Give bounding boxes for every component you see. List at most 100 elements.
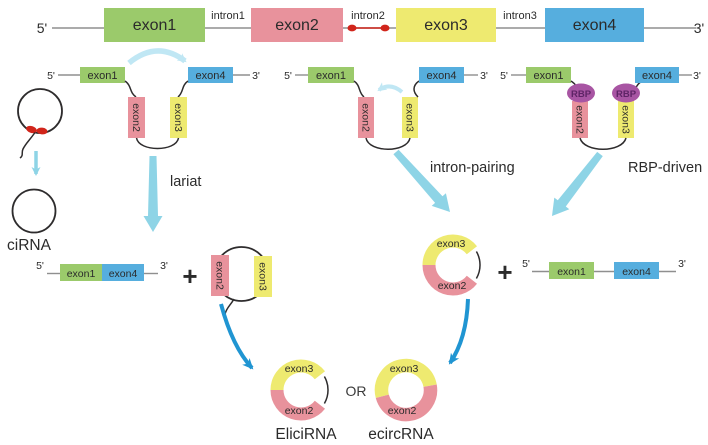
exon3-label: exon3: [390, 363, 419, 375]
intron-curve: [353, 80, 365, 98]
intron-pairing-arrow-icon: [393, 149, 450, 212]
intron-lariat-circle: [17, 88, 63, 134]
three-prime-label: 3': [252, 70, 260, 82]
exon1-box: [80, 67, 125, 83]
lariat-tail-curve: [224, 298, 235, 315]
exon1-label: exon1: [534, 70, 564, 82]
branch-point-dot: [36, 127, 48, 135]
elicirna-label: EliciRNA: [275, 426, 337, 443]
pre-mrna-exon1-label: exon1: [133, 17, 177, 34]
exon2-label: exon2: [130, 103, 142, 132]
five-prime-label: 5': [36, 260, 44, 272]
exon2-label: exon2: [438, 280, 467, 292]
intron2-pairing-dot: [347, 24, 357, 32]
exon3-label: exon3: [404, 103, 416, 132]
exon2-label: exon2: [574, 105, 586, 134]
elicirna-exon2-arc: [270, 389, 326, 421]
five-prime-label: 5': [500, 70, 508, 82]
pre-mrna-three-prime-label: 3': [694, 20, 704, 36]
pre-mrna-exon3-box: [396, 8, 496, 42]
intron-bracket-arc: [475, 251, 481, 279]
final-circrnas: exon3 exon2 EliciRNA OR exon3 exon2 ecir…: [270, 358, 438, 443]
rbp-label: RBP: [616, 89, 637, 100]
exon1-label: exon1: [67, 268, 96, 280]
lariat-down-arrow-icon: [143, 156, 163, 232]
backsplice-curved-arrow-icon: [127, 48, 187, 66]
rbp-driven-pathway-label: RBP-driven: [628, 160, 702, 176]
pathway-lariat: 5' exon1 exon4 3' exon2 exon3 lariat: [47, 48, 260, 232]
plus-sign: +: [497, 257, 512, 287]
exon2-label: exon2: [214, 261, 226, 290]
five-prime-label: 5': [284, 70, 292, 82]
ecircrna-exon3-arc: [374, 358, 437, 399]
intron3-label: intron3: [503, 10, 537, 22]
cirna-circle: [11, 188, 57, 234]
pre-mrna-exon2-label: exon2: [275, 17, 319, 34]
plus-sign: +: [182, 261, 197, 291]
rbp-protein: [567, 83, 595, 103]
exon1-box: [549, 262, 594, 279]
exon4-box: [635, 67, 679, 83]
exon1-label: exon1: [88, 70, 118, 82]
intron-curve: [124, 80, 137, 98]
intron1-label: intron1: [211, 10, 245, 22]
intron2-label: intron2: [351, 10, 385, 22]
pre-mrna-exon4-box: [545, 8, 644, 42]
five-prime-label: 5': [522, 258, 530, 270]
ecircrna-exon2-arc: [375, 384, 438, 422]
exon3-box: [254, 256, 272, 297]
intron-pairing-pathway-label: intron-pairing: [430, 160, 515, 176]
to-ecircrna-arrow-icon: [448, 298, 470, 365]
pathway-rbp-driven: 5' exon1 exon2 exon3 RBP RBP exon4 3' RB…: [500, 67, 702, 216]
exon2-label: exon2: [285, 405, 314, 417]
exon3-label: exon3: [437, 238, 466, 250]
exon2-box: [572, 101, 588, 138]
cirna-branch: ciRNA: [7, 88, 63, 254]
to-elicirna-arrow-icon: [219, 303, 254, 370]
pre-mrna-exon4-label: exon4: [573, 17, 617, 34]
pathway-intron-pairing: 5' exon1 exon2 exon3 exon4 3' intron-pai…: [284, 67, 515, 212]
branch-point-dot: [26, 125, 37, 134]
exon4-box: [419, 67, 464, 83]
exon1-label: exon1: [557, 266, 586, 278]
lariat-products: 5' exon1 exon4 3' + exon2 exon3: [36, 246, 272, 370]
pre-mrna: 5' 3' exon1 intron1 exon2 intron2 exon3 …: [37, 8, 704, 42]
intron-curve: [177, 80, 189, 98]
intron-loop-curve: [365, 137, 411, 150]
exon1-label: exon1: [316, 70, 346, 82]
exon3-label: exon3: [257, 262, 269, 291]
three-prime-label: 3': [693, 70, 701, 82]
exon4-label: exon4: [196, 70, 226, 82]
exon4-box: [102, 264, 144, 281]
intron-loop-curve: [135, 137, 180, 150]
intron-bracket-arc: [323, 376, 329, 404]
exon4-label: exon4: [642, 70, 672, 82]
cirna-label: ciRNA: [7, 237, 52, 254]
exon3-label: exon3: [285, 363, 314, 375]
or-label: OR: [346, 383, 367, 399]
rbp-driven-arrow-icon: [552, 151, 603, 216]
exon4-box: [188, 67, 233, 83]
three-prime-label: 3': [160, 260, 168, 272]
exon1-box: [526, 67, 571, 83]
rbp-label: RBP: [571, 89, 592, 100]
pairing-curved-arrow-icon: [377, 82, 404, 94]
exon4-box: [614, 262, 659, 279]
exon4-label: exon4: [622, 266, 651, 278]
pre-mrna-five-prime-label: 5': [37, 20, 47, 36]
exon3-box: [402, 97, 418, 138]
pre-mrna-exon3-label: exon3: [424, 17, 468, 34]
pre-mrna-exon1-box: [104, 8, 205, 42]
pre-mrna-exon2-box: [251, 8, 343, 42]
exon2-label: exon2: [388, 405, 417, 417]
five-prime-label: 5': [47, 70, 55, 82]
three-prime-label: 3': [480, 70, 488, 82]
intron-curve: [413, 80, 420, 98]
exon4-label: exon4: [427, 70, 457, 82]
exon1-box: [308, 67, 354, 83]
exon2-label: exon2: [360, 103, 372, 132]
exon4-label: exon4: [109, 268, 138, 280]
intron2-pairing-dot: [380, 24, 390, 32]
three-prime-label: 3': [678, 258, 686, 270]
exon2-box: [128, 97, 145, 138]
